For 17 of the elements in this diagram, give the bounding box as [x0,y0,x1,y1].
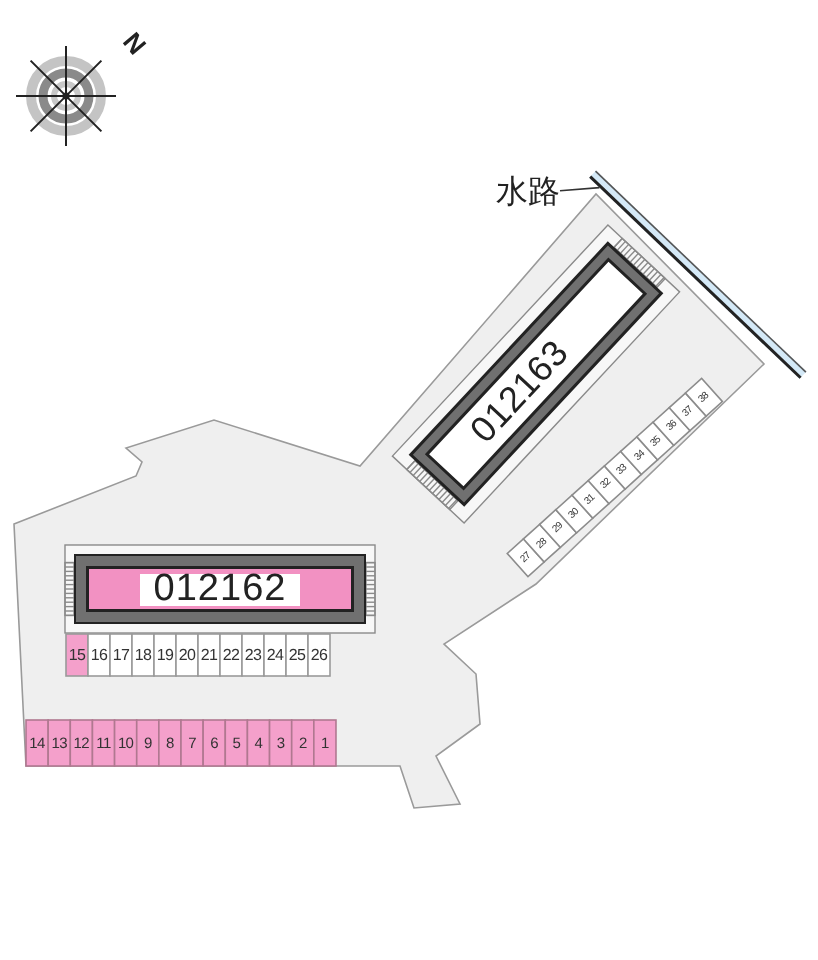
space-number: 22 [222,647,240,663]
space-number: 21 [200,647,218,663]
space-number: 26 [310,647,328,663]
leader-line [559,186,601,192]
space-number: 17 [112,647,130,663]
space-number: 24 [266,647,284,663]
building [74,554,366,624]
north-label: N [118,29,150,59]
space-number: 15 [68,647,86,663]
space-number: 18 [134,647,152,663]
building-number: 012162 [139,573,301,605]
space-number: 16 [90,647,108,663]
waterway-label: 水路 [480,176,560,212]
space-number: 25 [288,647,306,663]
space-number: 19 [156,647,174,663]
space-number: 23 [244,647,262,663]
space-number: 20 [178,647,196,663]
